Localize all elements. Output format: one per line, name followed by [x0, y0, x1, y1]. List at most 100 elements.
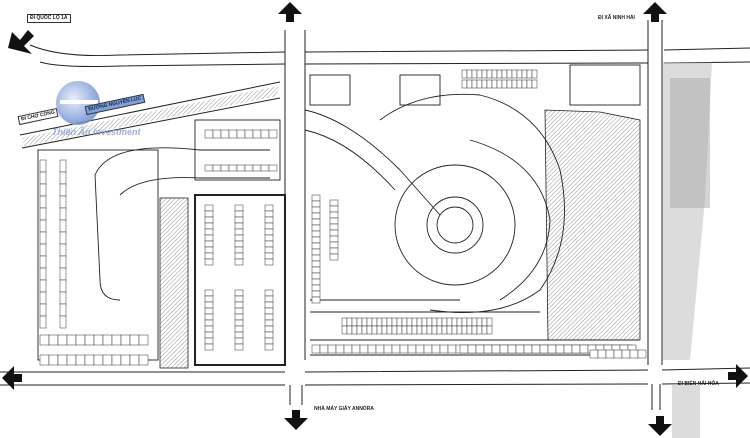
- lot: [311, 230, 321, 238]
- lot: [613, 349, 623, 359]
- lot: [431, 344, 441, 354]
- lot: [481, 317, 488, 327]
- lot: [431, 325, 438, 335]
- lot: [39, 183, 47, 197]
- lot: [204, 331, 214, 339]
- lot: [329, 235, 339, 243]
- label-to-commune: ĐI XÃ NINH HẢI: [598, 15, 635, 21]
- lot: [411, 317, 418, 327]
- lot: [120, 354, 131, 366]
- lot: [526, 79, 533, 89]
- lot: [311, 296, 321, 304]
- lot: [371, 317, 378, 327]
- lot: [204, 252, 214, 260]
- lot: [476, 317, 483, 327]
- arrow-diagonal-icon: [8, 30, 34, 54]
- lot: [501, 79, 508, 89]
- lot: [204, 307, 214, 315]
- lot: [39, 279, 47, 293]
- lot: [589, 349, 599, 359]
- lot: [39, 315, 47, 329]
- lot: [329, 229, 339, 237]
- lot: [471, 317, 478, 327]
- lot: [311, 212, 321, 220]
- arrow-down-icon: [284, 410, 308, 430]
- lot: [39, 334, 50, 346]
- lot: [57, 334, 68, 346]
- lot: [476, 69, 483, 79]
- lot: [59, 243, 67, 257]
- lot: [234, 295, 244, 303]
- hatched-strip: [159, 197, 189, 369]
- lot: [516, 69, 523, 79]
- lot: [471, 325, 478, 335]
- lot: [547, 344, 557, 354]
- lot: [234, 246, 244, 254]
- lot: [48, 334, 59, 346]
- lot: [415, 344, 425, 354]
- lot: [579, 344, 589, 354]
- lot: [204, 295, 214, 303]
- lot: [483, 344, 493, 354]
- lot: [228, 129, 238, 139]
- lot: [59, 279, 67, 293]
- river-strip-lower: [672, 385, 700, 438]
- lot: [563, 344, 573, 354]
- lot: [264, 246, 274, 254]
- lot: [204, 204, 214, 212]
- lot: [234, 222, 244, 230]
- lot: [59, 183, 67, 197]
- lot: [204, 289, 214, 297]
- lot: [311, 266, 321, 274]
- lot: [391, 317, 398, 327]
- lot: [57, 354, 68, 366]
- lot: [571, 344, 581, 354]
- lot: [111, 334, 122, 346]
- lot: [511, 69, 518, 79]
- lot: [234, 258, 244, 266]
- lot: [406, 325, 413, 335]
- lot: [311, 236, 321, 244]
- lot: [234, 313, 244, 321]
- lot: [416, 325, 423, 335]
- lot: [59, 159, 67, 173]
- lot: [311, 344, 321, 354]
- lot: [423, 344, 433, 354]
- lot: [351, 325, 358, 335]
- lot: [311, 200, 321, 208]
- lot: [268, 129, 278, 139]
- lot: [459, 344, 469, 354]
- lot: [204, 246, 214, 254]
- lot: [426, 325, 433, 335]
- lot: [204, 129, 214, 139]
- lot: [39, 195, 47, 209]
- lot: [311, 224, 321, 232]
- lot: [491, 79, 498, 89]
- lot: [311, 248, 321, 256]
- lot: [204, 301, 214, 309]
- lot: [59, 171, 67, 185]
- label-factory: NHÀ MÁY GIẤY ANNORA: [314, 406, 374, 412]
- lot: [102, 354, 113, 366]
- lot: [260, 164, 270, 172]
- lot: [521, 79, 528, 89]
- lot: [39, 267, 47, 281]
- lot: [264, 337, 274, 345]
- lot: [401, 317, 408, 327]
- lot: [381, 317, 388, 327]
- lot: [212, 129, 222, 139]
- lot: [311, 242, 321, 250]
- lot: [66, 334, 77, 346]
- lot: [234, 216, 244, 224]
- lot: [401, 325, 408, 335]
- arrow-right-icon: [728, 364, 748, 388]
- lot: [234, 289, 244, 297]
- lot: [59, 207, 67, 221]
- lot: [204, 210, 214, 218]
- lot: [329, 223, 339, 231]
- lot: [204, 319, 214, 327]
- lot: [220, 129, 230, 139]
- lot: [311, 218, 321, 226]
- lot: [264, 331, 274, 339]
